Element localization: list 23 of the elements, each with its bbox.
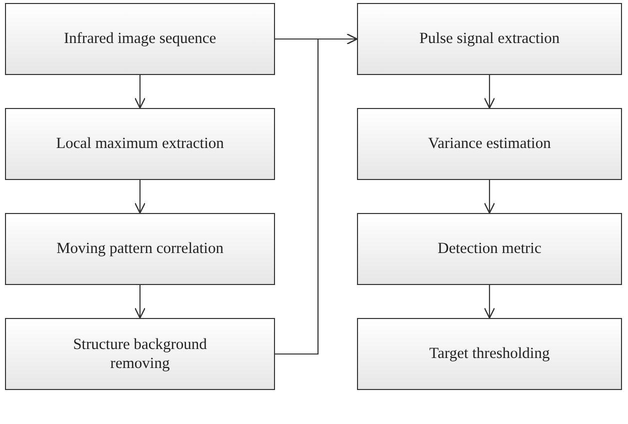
box-label: Pulse signal extraction: [419, 29, 560, 49]
box-label: Detection metric: [438, 239, 542, 259]
box-label: Moving pattern correlation: [56, 239, 224, 259]
box-label: Structure background removing: [72, 334, 208, 374]
process-box: [5, 108, 275, 180]
process-box: [5, 3, 275, 75]
process-box: [357, 318, 622, 390]
box-label: Local maximum extraction: [56, 134, 224, 154]
arrow: [134, 75, 146, 109]
box-label: Target thresholding: [429, 344, 550, 364]
arrow: [484, 285, 496, 319]
process-box: [357, 3, 622, 75]
process-box: [5, 318, 275, 390]
arrow: [275, 33, 358, 355]
arrow: [484, 180, 496, 214]
process-box: [5, 213, 275, 285]
arrow: [484, 75, 496, 109]
box-label: Variance estimation: [428, 134, 551, 154]
process-box: [357, 108, 622, 180]
arrow: [134, 285, 146, 319]
process-box: [357, 213, 622, 285]
arrow: [134, 180, 146, 214]
box-label: Infrared image sequence: [64, 29, 216, 49]
